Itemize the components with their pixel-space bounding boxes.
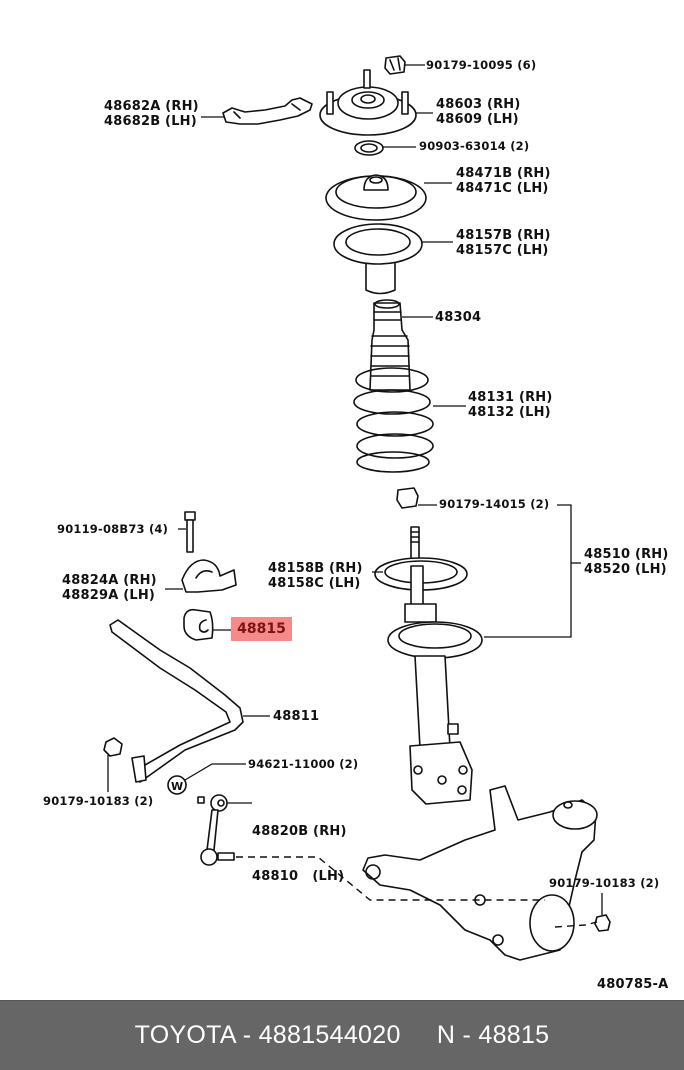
top-nut-drawing <box>384 55 425 75</box>
label-stab-bracket-rh: 48824A (RH) <box>62 573 157 588</box>
label-shock-absorber-lh: 48520 (LH) <box>584 562 667 577</box>
upper-spring-seat-drawing <box>325 174 452 221</box>
label-bracket-rh: 48682A (RH) <box>104 99 199 114</box>
label-bracket-lh: 48682B (LH) <box>104 114 197 129</box>
label-lower-insulator: 48158B (RH) 48158C (LH) <box>268 561 363 591</box>
diagram-code: 480785-A <box>597 977 669 992</box>
label-coil-spring: 48131 (RH) 48132 (LH) <box>468 390 553 420</box>
label-stab-bracket-lh: 48829A (LH) <box>62 588 156 603</box>
label-upper-spring-seat-rh: 48471B (RH) <box>456 166 551 181</box>
knuckle-nut-drawing <box>594 893 611 932</box>
label-stabilizer-link-lh: 48810 (LH) <box>252 869 345 884</box>
stabilizer-bar-drawing <box>109 619 270 783</box>
highlighted-part-48815[interactable]: 48815 <box>231 617 292 641</box>
label-insulator-rh: 48157B (RH) <box>456 228 551 243</box>
stabilizer-link-drawing <box>197 794 252 866</box>
label-stab-nut: 90179-10183 (2) <box>43 794 154 808</box>
bracket-48682-drawing <box>201 97 313 125</box>
strut-mount-drawing <box>319 69 433 136</box>
label-strut-mount: 48603 (RH) 48609 (LH) <box>436 97 521 127</box>
footer-spacer <box>401 1021 437 1050</box>
stab-nut-drawing <box>103 737 123 792</box>
label-bump-stopper: 48304 <box>435 310 482 325</box>
label-shock-absorber-rh: 48510 (RH) <box>584 547 669 562</box>
label-stabilizer-link-rh: 48820B (RH) <box>252 824 347 839</box>
footer-bar: TOYOTA - 4881544020 N - 48815 <box>0 1000 684 1070</box>
label-upper-spring-seat-lh: 48471C (LH) <box>456 181 549 196</box>
parts-diagram: W 90179-10095 (6) 48603 (RH) 48609 (LH) … <box>43 55 669 992</box>
diagram-drawing: W <box>103 55 611 961</box>
label-stabilizer-link: 48820B (RH) 48810 (LH) <box>252 794 347 914</box>
label-top-nut: 90179-10095 (6) <box>426 58 537 72</box>
footer-part-number: TOYOTA - 4881544020 <box>134 1021 401 1049</box>
label-strut-mount-rh: 48603 (RH) <box>436 97 521 112</box>
coil-spring-drawing <box>353 367 466 473</box>
label-stabilizer-bar: 48811 <box>273 709 320 724</box>
label-insulator: 48157B (RH) 48157C (LH) <box>456 228 551 258</box>
label-lower-insulator-rh: 48158B (RH) <box>268 561 363 576</box>
label-knuckle-nut: 90179-10183 (2) <box>549 876 660 890</box>
label-coil-spring-rh: 48131 (RH) <box>468 390 553 405</box>
label-bracket-bolt: 90119-08B73 (4) <box>57 522 169 536</box>
svg-text:W: W <box>171 780 183 793</box>
label-strut-nut: 90179-14015 (2) <box>439 497 550 511</box>
label-upper-spring-seat: 48471B (RH) 48471C (LH) <box>456 166 551 196</box>
bearing-drawing <box>354 140 416 156</box>
label-strut-mount-lh: 48609 (LH) <box>436 112 519 127</box>
shock-absorber-drawing <box>372 526 483 805</box>
strut-nut-drawing <box>396 487 437 509</box>
footer-reference: N - 48815 <box>436 1021 550 1049</box>
washer-drawing: W <box>167 763 246 795</box>
label-stab-bracket: 48824A (RH) 48829A (LH) <box>62 573 157 603</box>
bump-stopper-drawing <box>369 299 433 391</box>
insulator-drawing <box>333 223 453 295</box>
label-coil-spring-lh: 48132 (LH) <box>468 405 551 420</box>
bracket-bolt-drawing <box>178 511 196 553</box>
steering-knuckle-drawing <box>362 785 598 961</box>
label-insulator-lh: 48157C (LH) <box>456 243 549 258</box>
stab-bushing-drawing <box>183 608 231 641</box>
label-washer: 94621-11000 (2) <box>248 757 359 771</box>
label-shock-absorber: 48510 (RH) 48520 (LH) <box>584 547 669 577</box>
label-bearing: 90903-63014 (2) <box>419 139 530 153</box>
label-bracket-48682: 48682A (RH) 48682B (LH) <box>104 99 199 129</box>
stab-bracket-drawing <box>165 559 237 593</box>
label-lower-insulator-lh: 48158C (LH) <box>268 576 361 591</box>
